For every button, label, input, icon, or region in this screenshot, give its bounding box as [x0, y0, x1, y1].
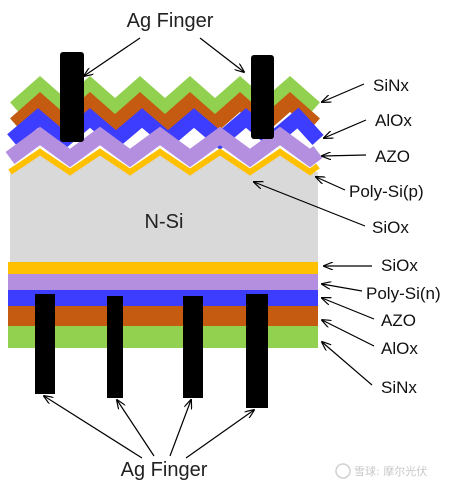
bottom-finger-label: Ag Finger [121, 459, 208, 481]
label-alox-rear: AlOx [381, 339, 418, 358]
ag-finger-front-2 [251, 55, 274, 139]
watermark-text: 雪球: 摩尔光伏 [354, 464, 427, 478]
ag-finger-rear-1 [35, 294, 55, 394]
front-label-arrows [254, 83, 367, 227]
polysi-p-front-layer [5, 126, 323, 168]
watermark: 雪球: 摩尔光伏 [335, 463, 427, 479]
ag-finger-front-1 [60, 52, 84, 142]
top-finger-label: Ag Finger [127, 10, 214, 32]
label-siox-rear: SiOx [381, 256, 418, 275]
top-finger-arrows [84, 37, 244, 76]
label-azo-rear: AZO [381, 311, 416, 330]
label-alox-front: AlOx [375, 111, 412, 130]
label-siox-front: SiOx [372, 218, 409, 237]
alox-rear-layer [8, 306, 318, 326]
polysi-n-rear-layer [8, 274, 318, 290]
siox-rear-layer [8, 262, 318, 274]
sinx-rear-layer [8, 326, 318, 348]
ag-finger-rear-3 [183, 296, 203, 398]
nsi-substrate [10, 152, 318, 262]
label-sinx-rear: SiNx [381, 378, 417, 397]
azo-rear-layer [8, 290, 318, 306]
label-azo-front: AZO [375, 147, 410, 166]
watermark-logo-icon [335, 463, 351, 479]
substrate-label: N-Si [145, 211, 184, 233]
bottom-finger-arrows [44, 396, 254, 459]
siox-front-layer [8, 148, 320, 176]
label-sinx-front: SiNx [373, 76, 409, 95]
ag-finger-rear-2 [107, 296, 123, 398]
label-polysi-p: Poly-Si(p) [349, 182, 424, 201]
rear-label-arrows [322, 266, 375, 386]
ag-finger-rear-4 [246, 294, 268, 408]
label-polysi-n: Poly-Si(n) [366, 284, 441, 303]
